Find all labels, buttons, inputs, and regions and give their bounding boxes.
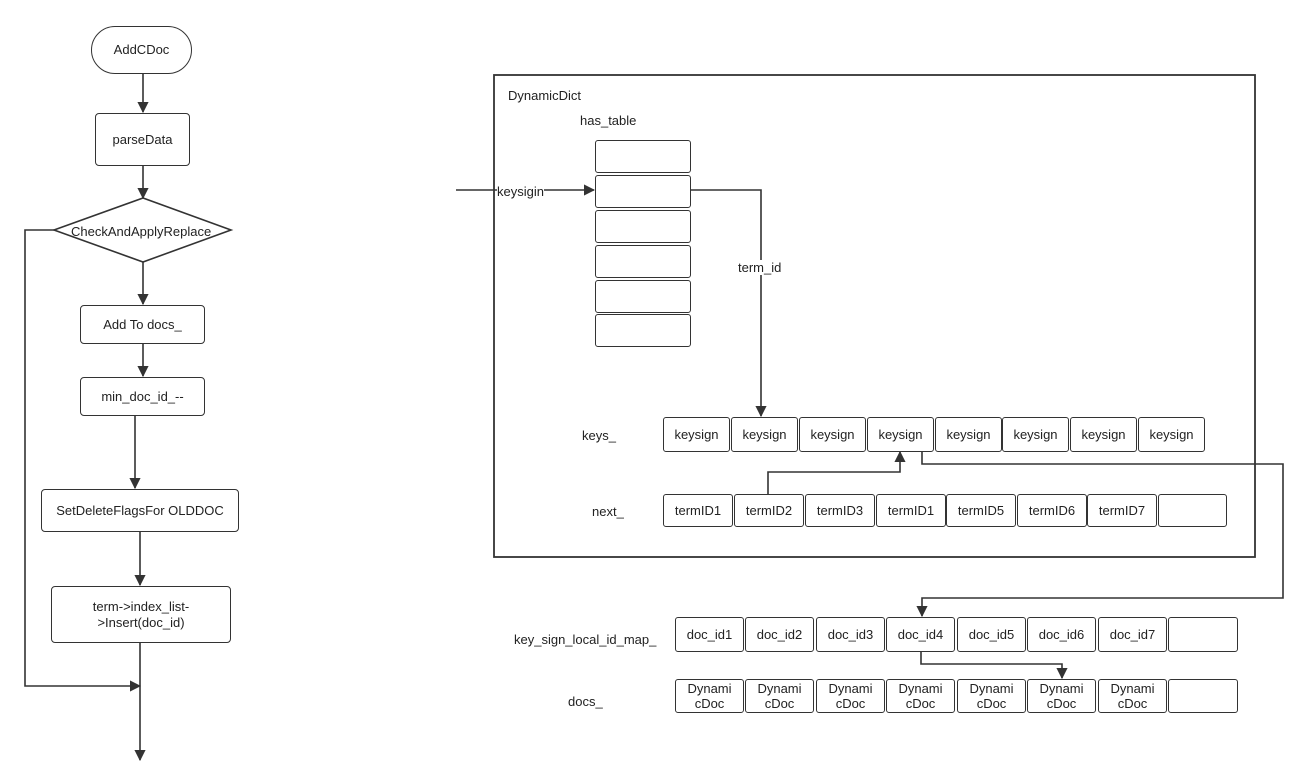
- next-label: next_: [592, 504, 624, 519]
- keysign-input-label: keysigin: [497, 184, 544, 199]
- key-cell: keysign: [1070, 417, 1137, 452]
- doc-cell-line: Dynami: [828, 681, 873, 696]
- doc-cell-line: cDoc: [1046, 696, 1077, 711]
- arrow-map-to-docs: [920, 652, 1068, 680]
- set-delete-flags-node: SetDeleteFlagsFor OLDDOC: [41, 489, 239, 532]
- next-cell: termID3: [805, 494, 875, 527]
- next-cell: termID6: [1017, 494, 1087, 527]
- doc-cell-line: Dynami: [898, 681, 943, 696]
- insert-line-1: term->index_list-: [92, 598, 190, 614]
- insert-line-2: >Insert(doc_id): [97, 614, 185, 630]
- keys-label: keys_: [582, 428, 616, 443]
- next-cell: termID7: [1087, 494, 1157, 527]
- doc-cell-line: Dynami: [687, 681, 732, 696]
- arrow-term-id: [691, 189, 767, 418]
- hash-slot: [595, 175, 691, 208]
- key-cell: keysign: [935, 417, 1002, 452]
- min-doc-id-node: min_doc_id_--: [80, 377, 205, 416]
- doc-cell-line: cDoc: [976, 696, 1007, 711]
- key-cell: keysign: [867, 417, 934, 452]
- term-id-label: term_id: [738, 260, 782, 275]
- arrow-next-to-key: [767, 450, 906, 494]
- hash-slot: [595, 280, 691, 313]
- doc-cell: [1168, 679, 1238, 713]
- doc-cell-line: cDoc: [764, 696, 795, 711]
- doc-cell-line: cDoc: [1117, 696, 1148, 711]
- hash-slot: [595, 314, 691, 347]
- doc-cell-line: cDoc: [835, 696, 866, 711]
- key-cell: keysign: [731, 417, 798, 452]
- arrow-key-to-map: [916, 452, 1284, 618]
- doc-cell-line: cDoc: [905, 696, 936, 711]
- next-cell: termID5: [946, 494, 1016, 527]
- key-cell: keysign: [799, 417, 866, 452]
- doc-cell-line: Dynami: [757, 681, 802, 696]
- doc-id-cell: doc_id5: [957, 617, 1026, 652]
- check-diamond: [51, 197, 234, 263]
- next-cell: [1158, 494, 1227, 527]
- doc-id-cell: doc_id3: [816, 617, 885, 652]
- doc-id-cell: doc_id7: [1098, 617, 1167, 652]
- key-cell: keysign: [1002, 417, 1069, 452]
- check-replace-label: CheckAndApplyReplace: [71, 224, 212, 239]
- doc-id-cell: doc_id4: [886, 617, 955, 652]
- key-cell: keysign: [663, 417, 730, 452]
- doc-cell-line: cDoc: [694, 696, 725, 711]
- has-table-label: has_table: [580, 113, 637, 128]
- hash-slot: [595, 210, 691, 243]
- next-cell: termID2: [734, 494, 804, 527]
- dynamicdict-frame: [493, 74, 1256, 558]
- doc-cell-line: Dynami: [1039, 681, 1084, 696]
- key-cell: keysign: [1138, 417, 1205, 452]
- hash-slot: [595, 140, 691, 173]
- key-sign-map-label: key_sign_local_id_map_: [514, 632, 657, 647]
- arrow-bypass: [24, 229, 142, 692]
- add-to-docs-node: Add To docs_: [80, 305, 205, 344]
- hash-slot: [595, 245, 691, 278]
- doc-id-cell: doc_id1: [675, 617, 744, 652]
- dynamicdict-title: DynamicDict: [508, 88, 581, 103]
- next-cell: termID1: [876, 494, 946, 527]
- doc-id-cell: [1168, 617, 1238, 652]
- doc-id-cell: doc_id2: [745, 617, 814, 652]
- parse-data-node: parseData: [95, 113, 190, 166]
- docs-label: docs_: [568, 694, 603, 709]
- insert-doc-node: term->index_list- >Insert(doc_id): [51, 586, 231, 643]
- doc-cell-line: Dynami: [969, 681, 1014, 696]
- start-node: AddCDoc: [91, 26, 192, 74]
- doc-cell-line: Dynami: [1110, 681, 1155, 696]
- next-cell: termID1: [663, 494, 733, 527]
- doc-id-cell: doc_id6: [1027, 617, 1096, 652]
